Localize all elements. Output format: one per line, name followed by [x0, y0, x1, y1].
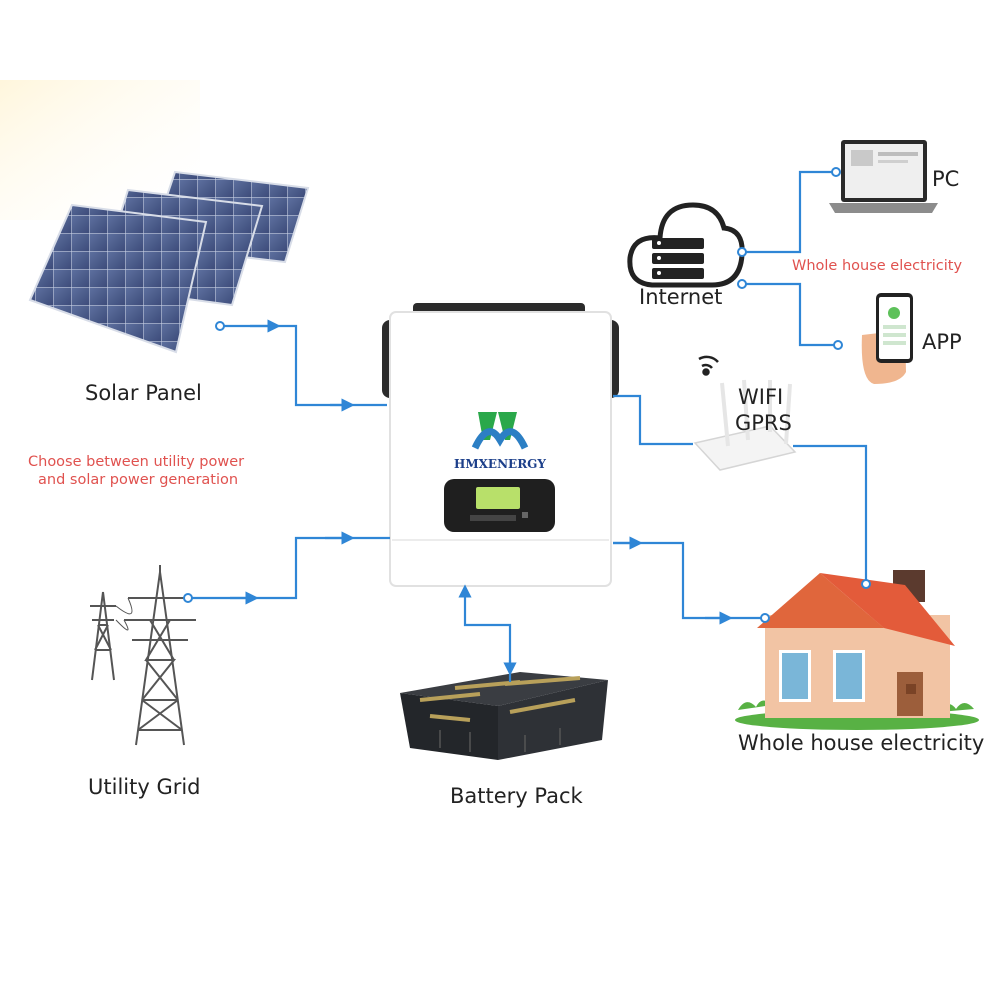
connector-dots [183, 167, 871, 623]
remote-house-note: Whole house electricity [792, 258, 963, 274]
inverter-to-battery-line [463, 590, 512, 682]
brand-logo-text: HMXENERGY [454, 457, 546, 471]
laptop-icon [829, 140, 938, 213]
inverter-to-house-line [613, 541, 765, 620]
wifi-label: WIFI [738, 385, 784, 409]
whole-house-label: Whole house electricity [738, 731, 985, 755]
choose-note-line1: Choose between utility power [28, 454, 245, 470]
internet-to-pc-line [742, 170, 836, 254]
choose-note-line2: and solar power generation [38, 472, 239, 488]
solar-to-inverter-line [220, 324, 387, 407]
solar-panel-icon [28, 170, 310, 354]
transmission-tower-icon [90, 565, 196, 746]
solar-panel-label: Solar Panel [85, 381, 202, 405]
internet-to-app-line [742, 282, 838, 347]
battery-pack-label: Battery Pack [450, 784, 583, 808]
wifi-signal-icon [698, 355, 719, 376]
grid-to-inverter-line [188, 536, 390, 600]
app-label: APP [922, 330, 962, 354]
battery-pack-icon [400, 672, 608, 760]
house-icon [735, 570, 979, 730]
phone-icon [861, 293, 913, 384]
pc-label: PC [932, 167, 960, 191]
router-icon [693, 379, 797, 471]
gprs-label: GPRS [735, 411, 792, 435]
flow-lines [188, 170, 868, 682]
inverter-to-router-line [613, 394, 693, 446]
internet-label: Internet [639, 285, 723, 309]
cloud-server-icon [627, 202, 745, 288]
router-to-house-line [793, 444, 868, 584]
utility-grid-label: Utility Grid [88, 775, 201, 799]
inverter-icon [382, 303, 619, 587]
